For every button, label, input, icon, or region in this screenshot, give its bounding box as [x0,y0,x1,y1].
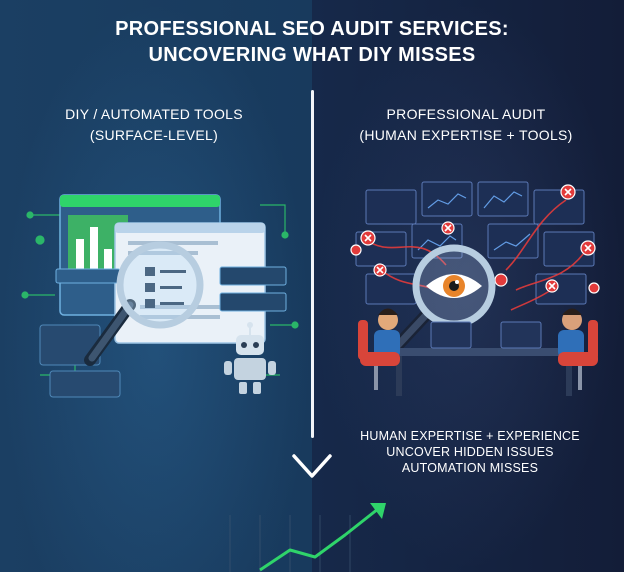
magnifying-glass-icon [84,241,204,366]
robot-icon [224,322,276,394]
eye-icon [378,244,496,366]
error-marker-icon [350,184,600,294]
automated-tools-illustration [21,194,299,398]
professional-audit-illustration [350,181,600,396]
analyst-workstations [358,308,598,396]
page-title: PROFESSIONAL SEO AUDIT SERVICES: UNCOVER… [0,16,624,68]
expertise-note: HUMAN EXPERTISE + EXPERIENCE UNCOVER HID… [350,428,590,476]
note-line-2: UNCOVER HIDDEN ISSUES [386,445,554,459]
chevron-down-icon [292,454,332,478]
left-heading-line-1: DIY / AUTOMATED TOOLS [65,106,243,122]
right-column-heading: PROFESSIONAL AUDIT (HUMAN EXPERTISE + TO… [336,104,596,146]
note-line-3: AUTOMATION MISSES [401,461,539,475]
growth-arrow-icon [229,503,386,572]
left-heading-line-2: (SURFACE-LEVEL) [89,127,219,143]
back-window-titlebar [60,195,220,207]
center-divider [311,90,314,438]
page-title-line-2: UNCOVERING WHAT DIY MISSES [148,44,476,66]
note-line-1: HUMAN EXPERTISE + EXPERIENCE [360,429,580,443]
right-heading-line-1: PROFESSIONAL AUDIT [386,106,546,122]
right-heading-line-2: (HUMAN EXPERTISE + TOOLS) [359,127,573,143]
page-title-line-1: PROFESSIONAL SEO AUDIT SERVICES: [115,18,509,40]
left-column-heading: DIY / AUTOMATED TOOLS (SURFACE-LEVEL) [24,104,284,146]
